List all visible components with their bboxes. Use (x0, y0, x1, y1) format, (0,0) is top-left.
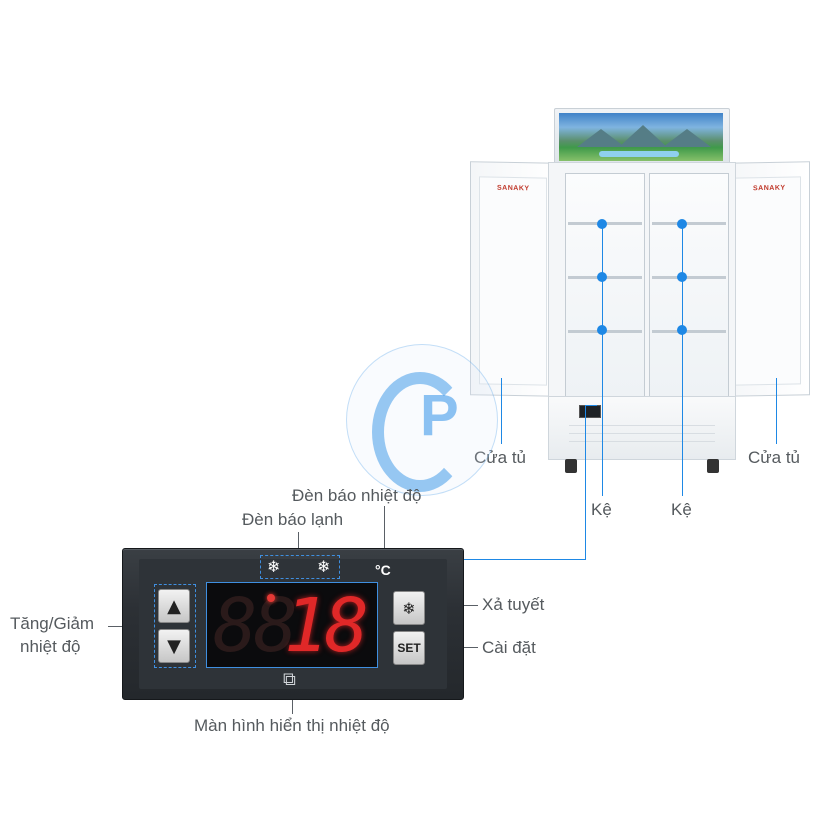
watermark-letter: P (420, 383, 459, 448)
temp-up-button[interactable]: ▲ (158, 589, 190, 623)
compartment-right (649, 173, 729, 397)
label-temp-adjust-1: Tăng/Giảm (10, 614, 95, 633)
caster-wheel (707, 459, 719, 473)
callout-dot (677, 219, 687, 229)
callout-line-cold-indicator (298, 532, 299, 556)
snowflake-icon: ❄ (317, 557, 331, 576)
door-panel (733, 176, 801, 386)
fridge-cabinet (548, 162, 736, 473)
mountain-shape (619, 125, 667, 147)
landscape-image (559, 113, 723, 161)
callout-line-temp-indicator (384, 506, 385, 558)
temperature-display: 88 18 (206, 582, 378, 668)
shelf-callout-line-left (602, 224, 603, 496)
shelf (652, 330, 726, 333)
shelf-callout-line-right (682, 224, 683, 496)
defrost-button[interactable]: ❄ (393, 591, 425, 625)
controller-link-line (585, 405, 586, 559)
defrost-icon: ❄ (402, 598, 416, 618)
temperature-controller: ❄ ❄ °C ▲ ▼ 88 18 ❄ SET ⧉ (122, 548, 464, 700)
label-door-right: Cửa tủ (748, 448, 801, 467)
snowflake-icon: ❄ (267, 557, 281, 576)
fridge-top-sign (554, 108, 730, 166)
label-shelf-left: Kệ (591, 500, 612, 519)
lake-shape (599, 151, 679, 157)
controller-logo-icon: ⧉ (283, 669, 296, 690)
display-value: 18 (283, 583, 369, 669)
callout-dot (677, 325, 687, 335)
fridge-door-left: SANAKY (470, 161, 556, 397)
temp-down-button[interactable]: ▼ (158, 629, 190, 663)
label-display-screen: Màn hình hiển thị nhiệt độ (194, 716, 390, 735)
shelf (652, 222, 726, 225)
caster-wheel (565, 459, 577, 473)
controller-link-line (462, 559, 586, 560)
label-temp-indicator: Đèn báo nhiệt độ (292, 486, 422, 505)
label-temp-adjust-2: nhiệt độ (20, 637, 81, 656)
callout-dot (677, 272, 687, 282)
vent-line (569, 441, 715, 442)
brand-label: SANAKY (753, 184, 786, 193)
mountain-shape (577, 129, 625, 147)
compartment-left (565, 173, 645, 397)
callout-dot (597, 325, 607, 335)
door-callout-line-right (776, 378, 777, 444)
vent-line (569, 433, 715, 434)
set-button[interactable]: SET (393, 631, 425, 665)
label-shelf-right: Kệ (671, 500, 692, 519)
display-ghost-segments: 88 (213, 583, 298, 669)
mountain-shape (663, 129, 711, 147)
mini-controller (579, 405, 601, 418)
temp-indicator-led (267, 594, 275, 602)
label-cold-indicator: Đèn báo lạnh (242, 510, 344, 529)
label-settings: Cài đặt (482, 638, 536, 657)
fridge-base (549, 396, 735, 459)
fridge-door-right: SANAKY (724, 161, 810, 397)
callout-line-display (292, 690, 293, 714)
controller-link-line (585, 405, 597, 406)
callout-dot (597, 272, 607, 282)
door-callout-line-left (501, 378, 502, 444)
door-panel (479, 176, 547, 386)
label-defrost: Xả tuyết (482, 595, 545, 614)
vent-line (569, 425, 715, 426)
cold-indicator-frame: ❄ ❄ (260, 555, 340, 579)
temp-adjust-buttons (154, 584, 196, 668)
brand-label: SANAKY (497, 184, 530, 193)
shelf (652, 276, 726, 279)
callout-dot (597, 219, 607, 229)
celsius-unit: °C (375, 562, 391, 578)
